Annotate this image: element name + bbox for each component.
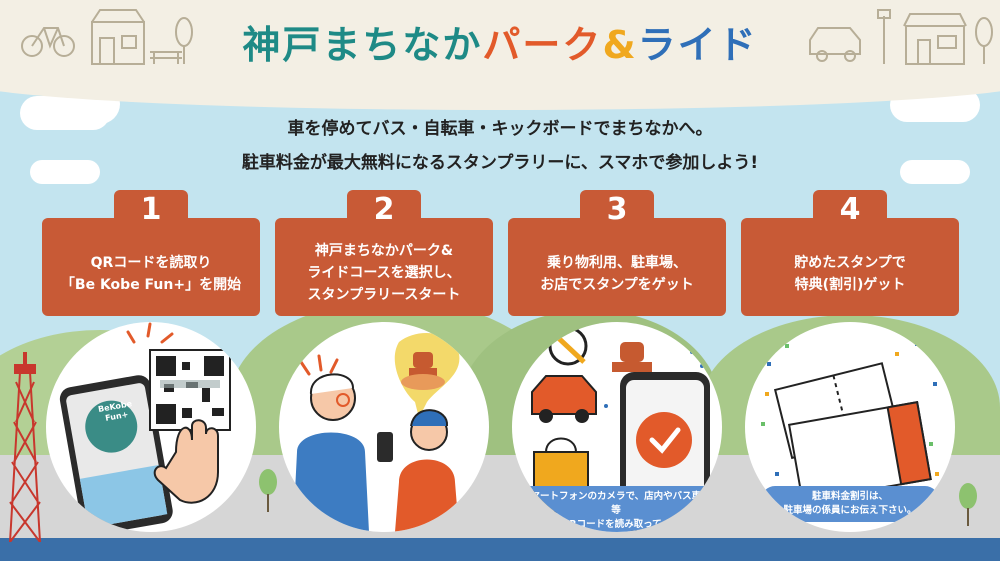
header-banner <box>0 0 1000 82</box>
shop-building-icon <box>91 9 145 65</box>
step-line: 神戸まちなかパーク& <box>314 243 454 259</box>
step-card-2: 2 神戸まちなかパーク& ライドコースを選択し、 スタンプラリースタート <box>275 190 493 316</box>
step-4-illustration: 駐車料金割引は、 駐車場の係員にお伝え下さい。 <box>745 322 955 532</box>
phone-qr-illustration <box>59 322 231 532</box>
step-text: 神戸まちなかパーク& ライドコースを選択し、 スタンプラリースタート <box>281 240 487 306</box>
note-line: スマートフォンのカメラで、店内やバス車内等 <box>521 491 711 516</box>
step-line: 乗り物利用、駐車場、 <box>547 255 687 271</box>
step-card-4: 4 貯めたスタンプで 特典(割引)ゲット <box>741 190 959 316</box>
intro-line-1: 車を停めてバス・自転車・キックボードでまちなかへ。 <box>287 119 713 139</box>
step-line: 「Be Kobe Fun+」を開始 <box>60 277 242 293</box>
step-tab <box>114 190 188 230</box>
bench-icon <box>150 51 182 64</box>
intro-text: 車を停めてバス・自転車・キックボードでまちなかへ。 駐車料金が最大無料になるスタ… <box>100 112 900 180</box>
title-amp: & <box>602 23 638 67</box>
bicycle-icon <box>21 27 75 57</box>
step-line: スタンプラリースタート <box>307 287 461 303</box>
step-card-3: 3 乗り物利用、駐車場、 お店でスタンプをゲット <box>508 190 726 316</box>
step-text: 貯めたスタンプで 特典(割引)ゲット <box>747 252 953 296</box>
step-text: QRコードを読取り 「Be Kobe Fun+」を開始 <box>48 252 254 296</box>
step-line: ライドコースを選択し、 <box>307 265 461 281</box>
step-text: 乗り物利用、駐車場、 お店でスタンプをゲット <box>514 252 720 296</box>
note-line: 駐車場の係員にお伝え下さい。 <box>783 505 917 516</box>
title-part-ride: ライド <box>637 23 758 67</box>
streetlamp-icon <box>877 9 891 64</box>
step-2-illustration <box>279 322 489 532</box>
store-awning-icon <box>903 13 967 65</box>
step-3-note: スマートフォンのカメラで、店内やバス車内等 に掲示のQRコードを読み取ってくださ… <box>512 486 720 532</box>
tree-icon <box>259 469 277 512</box>
port-tower-icon <box>9 352 41 542</box>
step-tab <box>580 190 654 230</box>
step-tab <box>813 190 887 230</box>
step-1-illustration: BeKobe Fun+ <box>46 322 256 532</box>
note-line: に掲示のQRコードを読み取ってください。 <box>523 519 709 530</box>
tree-icon <box>975 17 993 64</box>
step-number: 2 <box>373 192 395 227</box>
intro-line-2: 駐車料金が最大無料になるスタンプラリーに、スマホで参加しよう! <box>241 153 759 173</box>
step-number: 3 <box>606 192 628 227</box>
step-3-illustration: スマートフォンのカメラで、店内やバス車内等 に掲示のQRコードを読み取ってくださ… <box>512 322 722 532</box>
step-card-1: 1 QRコードを読取り 「Be Kobe Fun+」を開始 <box>42 190 260 316</box>
note-line: 駐車料金割引は、 <box>811 491 888 502</box>
step-4-note: 駐車料金割引は、 駐車場の係員にお伝え下さい。 <box>761 486 939 522</box>
tree-icon <box>959 483 977 526</box>
people-stamp-illustration <box>293 332 460 532</box>
step-number: 4 <box>839 192 861 227</box>
step-line: お店でスタンプをゲット <box>540 277 694 293</box>
tree-icon <box>175 17 193 64</box>
page-title: 神戸まちなかパーク&ライド <box>200 14 800 70</box>
step-tab <box>347 190 421 230</box>
cloud <box>900 160 970 184</box>
title-part-kobe: 神戸まちなか <box>242 23 483 67</box>
step-line: 特典(割引)ゲット <box>794 277 906 293</box>
step-line: QRコードを読取り <box>90 255 212 271</box>
river <box>0 538 1000 561</box>
step-line: 貯めたスタンプで <box>794 255 906 271</box>
cloud <box>30 160 100 184</box>
title-part-park: パーク <box>482 23 603 67</box>
step-number: 1 <box>140 192 162 227</box>
car-icon <box>809 27 861 62</box>
ticket-illustration <box>761 342 939 503</box>
